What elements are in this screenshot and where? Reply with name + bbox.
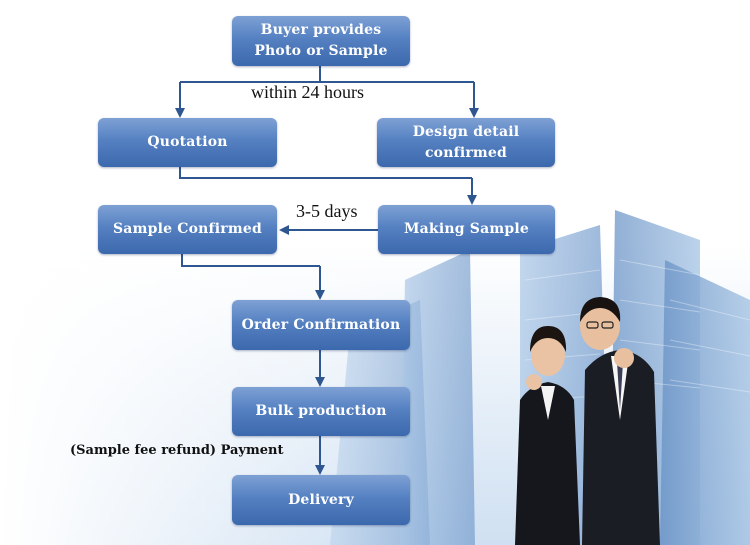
- node-order-confirmation-label: Order Confirmation: [241, 316, 401, 333]
- businessman-figure: [580, 297, 660, 545]
- edge-label-payment: (Sample fee refund) Payment: [70, 443, 284, 458]
- businesswoman-figure: [515, 326, 580, 545]
- connector-sample-to-order: [181, 254, 320, 267]
- node-bulk-production: Bulk production: [232, 387, 410, 436]
- node-bulk-production-label: Bulk production: [255, 403, 387, 419]
- node-order-confirmation: Order Confirmation: [232, 300, 410, 350]
- node-quotation-label: Quotation: [147, 134, 228, 150]
- node-making-sample-label: Making Sample: [403, 221, 530, 237]
- node-making-sample: Making Sample: [378, 205, 555, 254]
- node-sample-confirmed: Sample Confirmed: [98, 205, 277, 254]
- node-sample-confirmed-label: Sample Confirmed: [113, 221, 262, 237]
- connector-quotation-to-making: [179, 167, 472, 179]
- connector-buyer-split: [180, 66, 474, 83]
- node-design-label: Design detail confirmed: [412, 123, 520, 161]
- edge-label-3-5-days: 3-5 days: [296, 201, 358, 221]
- edge-label-within-24-hours: within 24 hours: [251, 82, 365, 102]
- node-buyer-provides: Buyer provides Photo or Sample: [232, 16, 410, 66]
- node-delivery: Delivery: [232, 475, 410, 525]
- node-design-detail: Design detail confirmed: [377, 118, 555, 167]
- node-delivery-label: Delivery: [288, 491, 354, 508]
- node-buyer-label: Buyer provides Photo or Sample: [254, 22, 388, 59]
- node-quotation: Quotation: [98, 118, 277, 167]
